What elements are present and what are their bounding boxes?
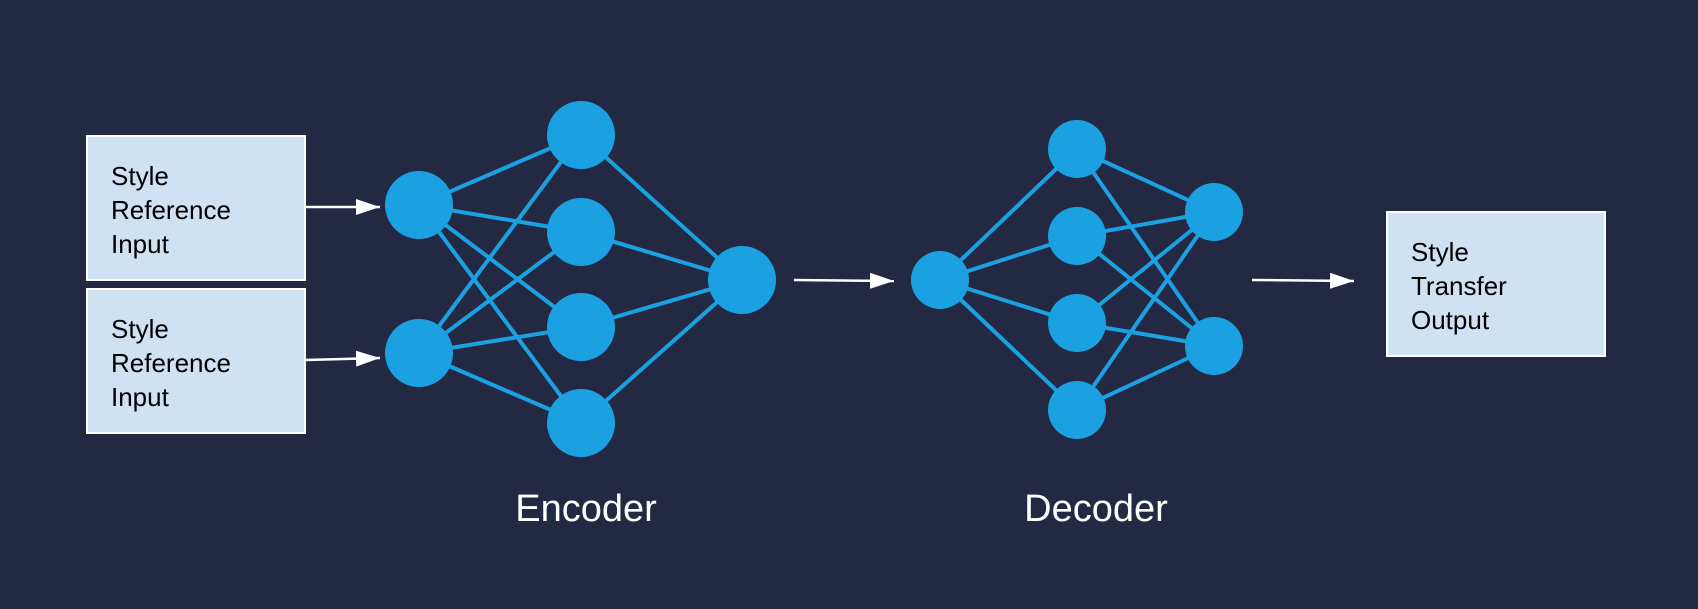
arrow-decoder-to-output (1251, 272, 1355, 289)
input-2-line-1: Style (111, 314, 169, 344)
encoder-edges (417, 133, 744, 425)
encoder-node-layer0-1 (385, 319, 453, 387)
encoder-node-layer1-1 (547, 198, 615, 266)
input-1-line-1: Style (111, 161, 169, 191)
decoder-node-layer0-0 (911, 251, 969, 309)
encoder-node-layer1-2 (547, 293, 615, 361)
style-reference-input-box-1: Style Reference Input (86, 135, 306, 281)
output-line-2: Transfer (1411, 271, 1507, 301)
decoder-nodes (911, 120, 1243, 439)
decoder-edge-l0-0-3 (938, 278, 1079, 412)
decoder-node-layer1-1 (1048, 207, 1106, 265)
output-line-1: Style (1411, 237, 1469, 267)
encoder-edge-l1-3-0 (579, 278, 744, 425)
arrow-encoder-to-decoder (793, 272, 895, 289)
decoder-edge-l0-0-0 (938, 147, 1079, 282)
decoder-edges (938, 147, 1216, 412)
flow-arrows (305, 199, 1355, 367)
decoder-label: Decoder (1024, 488, 1168, 530)
encoder-node-layer0-0 (385, 171, 453, 239)
output-line-3: Output (1411, 305, 1490, 335)
decoder-edge-l1-0-1 (1075, 147, 1216, 348)
encoder-edge-l1-0-0 (579, 133, 744, 282)
decoder-edge-l1-1-1 (1075, 234, 1216, 348)
encoder-edge-l0-0-3 (417, 203, 583, 425)
decoder-node-layer2-1 (1185, 317, 1243, 375)
decoder-node-layer1-3 (1048, 381, 1106, 439)
style-reference-input-box-2: Style Reference Input (86, 288, 306, 434)
decoder-node-layer1-0 (1048, 120, 1106, 178)
decoder-edge-l1-3-0 (1075, 210, 1216, 412)
encoder-node-layer2-0 (708, 246, 776, 314)
encoder-node-layer1-0 (547, 101, 615, 169)
input-1-line-3: Input (111, 229, 169, 259)
input-2-line-3: Input (111, 382, 169, 412)
encoder-nodes (385, 101, 776, 457)
encoder-edge-l0-1-0 (417, 133, 583, 355)
style-transfer-output-box: Style Transfer Output (1386, 211, 1606, 357)
encoder-label: Encoder (515, 488, 657, 530)
decoder-node-layer2-0 (1185, 183, 1243, 241)
decoder-edge-l1-2-0 (1075, 210, 1216, 325)
arrow-input-2-to-encoder (305, 350, 381, 367)
input-2-line-2: Reference (111, 348, 231, 378)
input-1-line-2: Reference (111, 195, 231, 225)
encoder-node-layer1-3 (547, 389, 615, 457)
decoder-node-layer1-2 (1048, 294, 1106, 352)
